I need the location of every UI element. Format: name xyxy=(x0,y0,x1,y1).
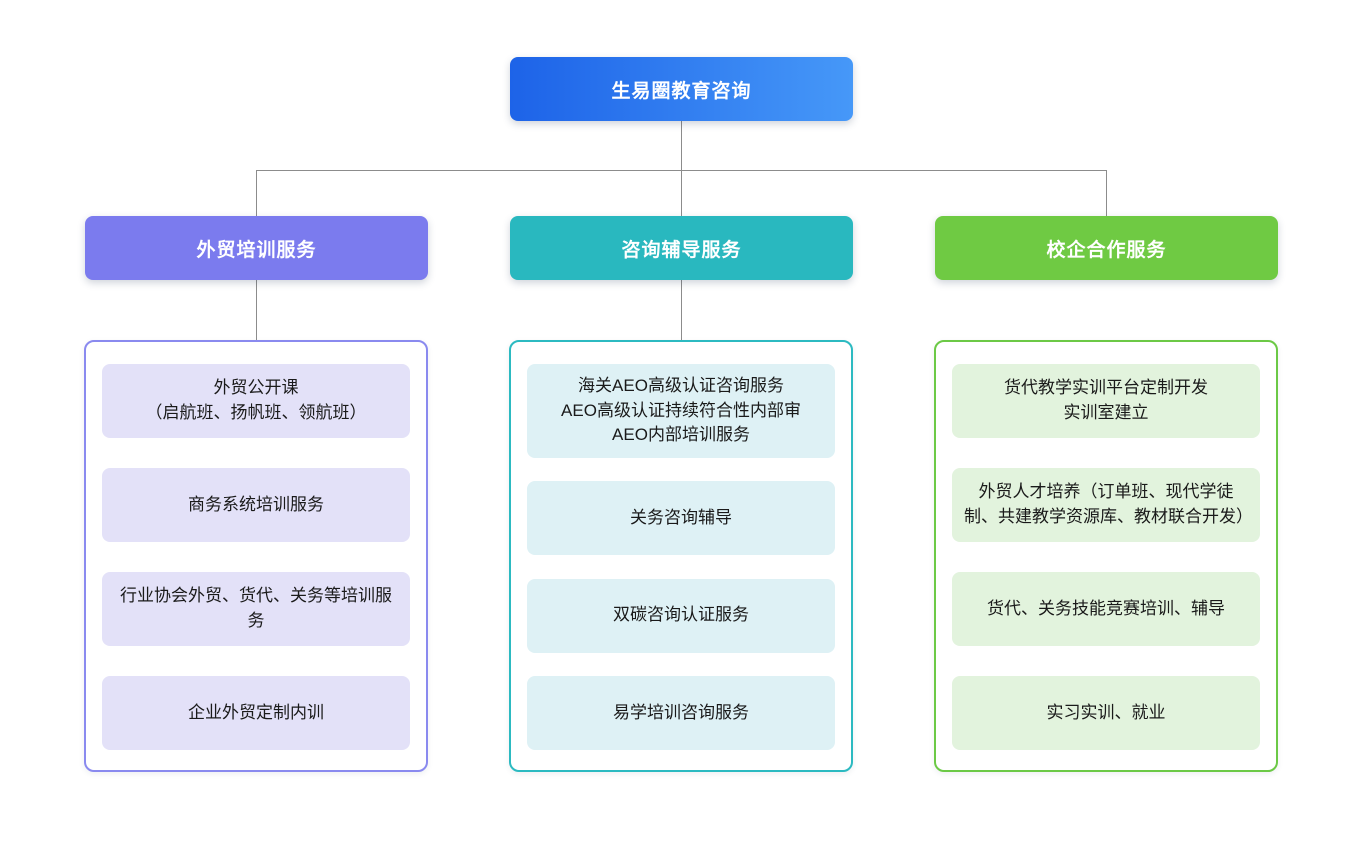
service-item: 企业外贸定制内训 xyxy=(102,676,410,750)
branch-container-consulting: 海关AEO高级认证咨询服务 AEO高级认证持续符合性内部审 AEO内部培训服务 … xyxy=(509,340,853,772)
service-item: 行业协会外贸、货代、关务等培训服务 xyxy=(102,572,410,646)
branch-header-school-enterprise: 校企合作服务 xyxy=(935,216,1278,280)
branch-header-trade-training: 外贸培训服务 xyxy=(85,216,428,280)
branch-container-trade-training: 外贸公开课 （启航班、扬帆班、领航班） 商务系统培训服务 行业协会外贸、货代、关… xyxy=(84,340,428,772)
service-item: 外贸公开课 （启航班、扬帆班、领航班） xyxy=(102,364,410,438)
service-item: 实习实训、就业 xyxy=(952,676,1260,750)
connector-branch2-stub xyxy=(681,280,682,340)
service-item: 货代、关务技能竞赛培训、辅导 xyxy=(952,572,1260,646)
service-item: 双碳咨询认证服务 xyxy=(527,578,835,653)
branch-header-consulting: 咨询辅导服务 xyxy=(510,216,853,280)
service-item: 易学培训咨询服务 xyxy=(527,676,835,750)
branch-header-label: 校企合作服务 xyxy=(1046,239,1167,261)
connector-branch1-top xyxy=(256,170,257,216)
branch-header-label: 外贸培训服务 xyxy=(196,239,317,261)
root-node-label: 生易圈教育咨询 xyxy=(611,80,752,102)
connector-branch2-top xyxy=(681,170,682,216)
service-item: 货代教学实训平台定制开发 实训室建立 xyxy=(952,364,1260,438)
branch-container-school-enterprise: 货代教学实训平台定制开发 实训室建立 外贸人才培养（订单班、现代学徒制、共建教学… xyxy=(934,340,1278,772)
service-item: 海关AEO高级认证咨询服务 AEO高级认证持续符合性内部审 AEO内部培训服务 xyxy=(527,364,835,458)
connector-root-vertical xyxy=(681,121,682,170)
branch-header-label: 咨询辅导服务 xyxy=(621,239,742,261)
connector-branch3-top xyxy=(1106,170,1107,216)
root-node: 生易圈教育咨询 xyxy=(510,57,853,121)
connector-branch1-stub xyxy=(256,280,257,340)
service-item: 外贸人才培养（订单班、现代学徒制、共建教学资源库、教材联合开发） xyxy=(952,468,1260,542)
service-item: 关务咨询辅导 xyxy=(527,481,835,556)
service-item: 商务系统培训服务 xyxy=(102,468,410,542)
